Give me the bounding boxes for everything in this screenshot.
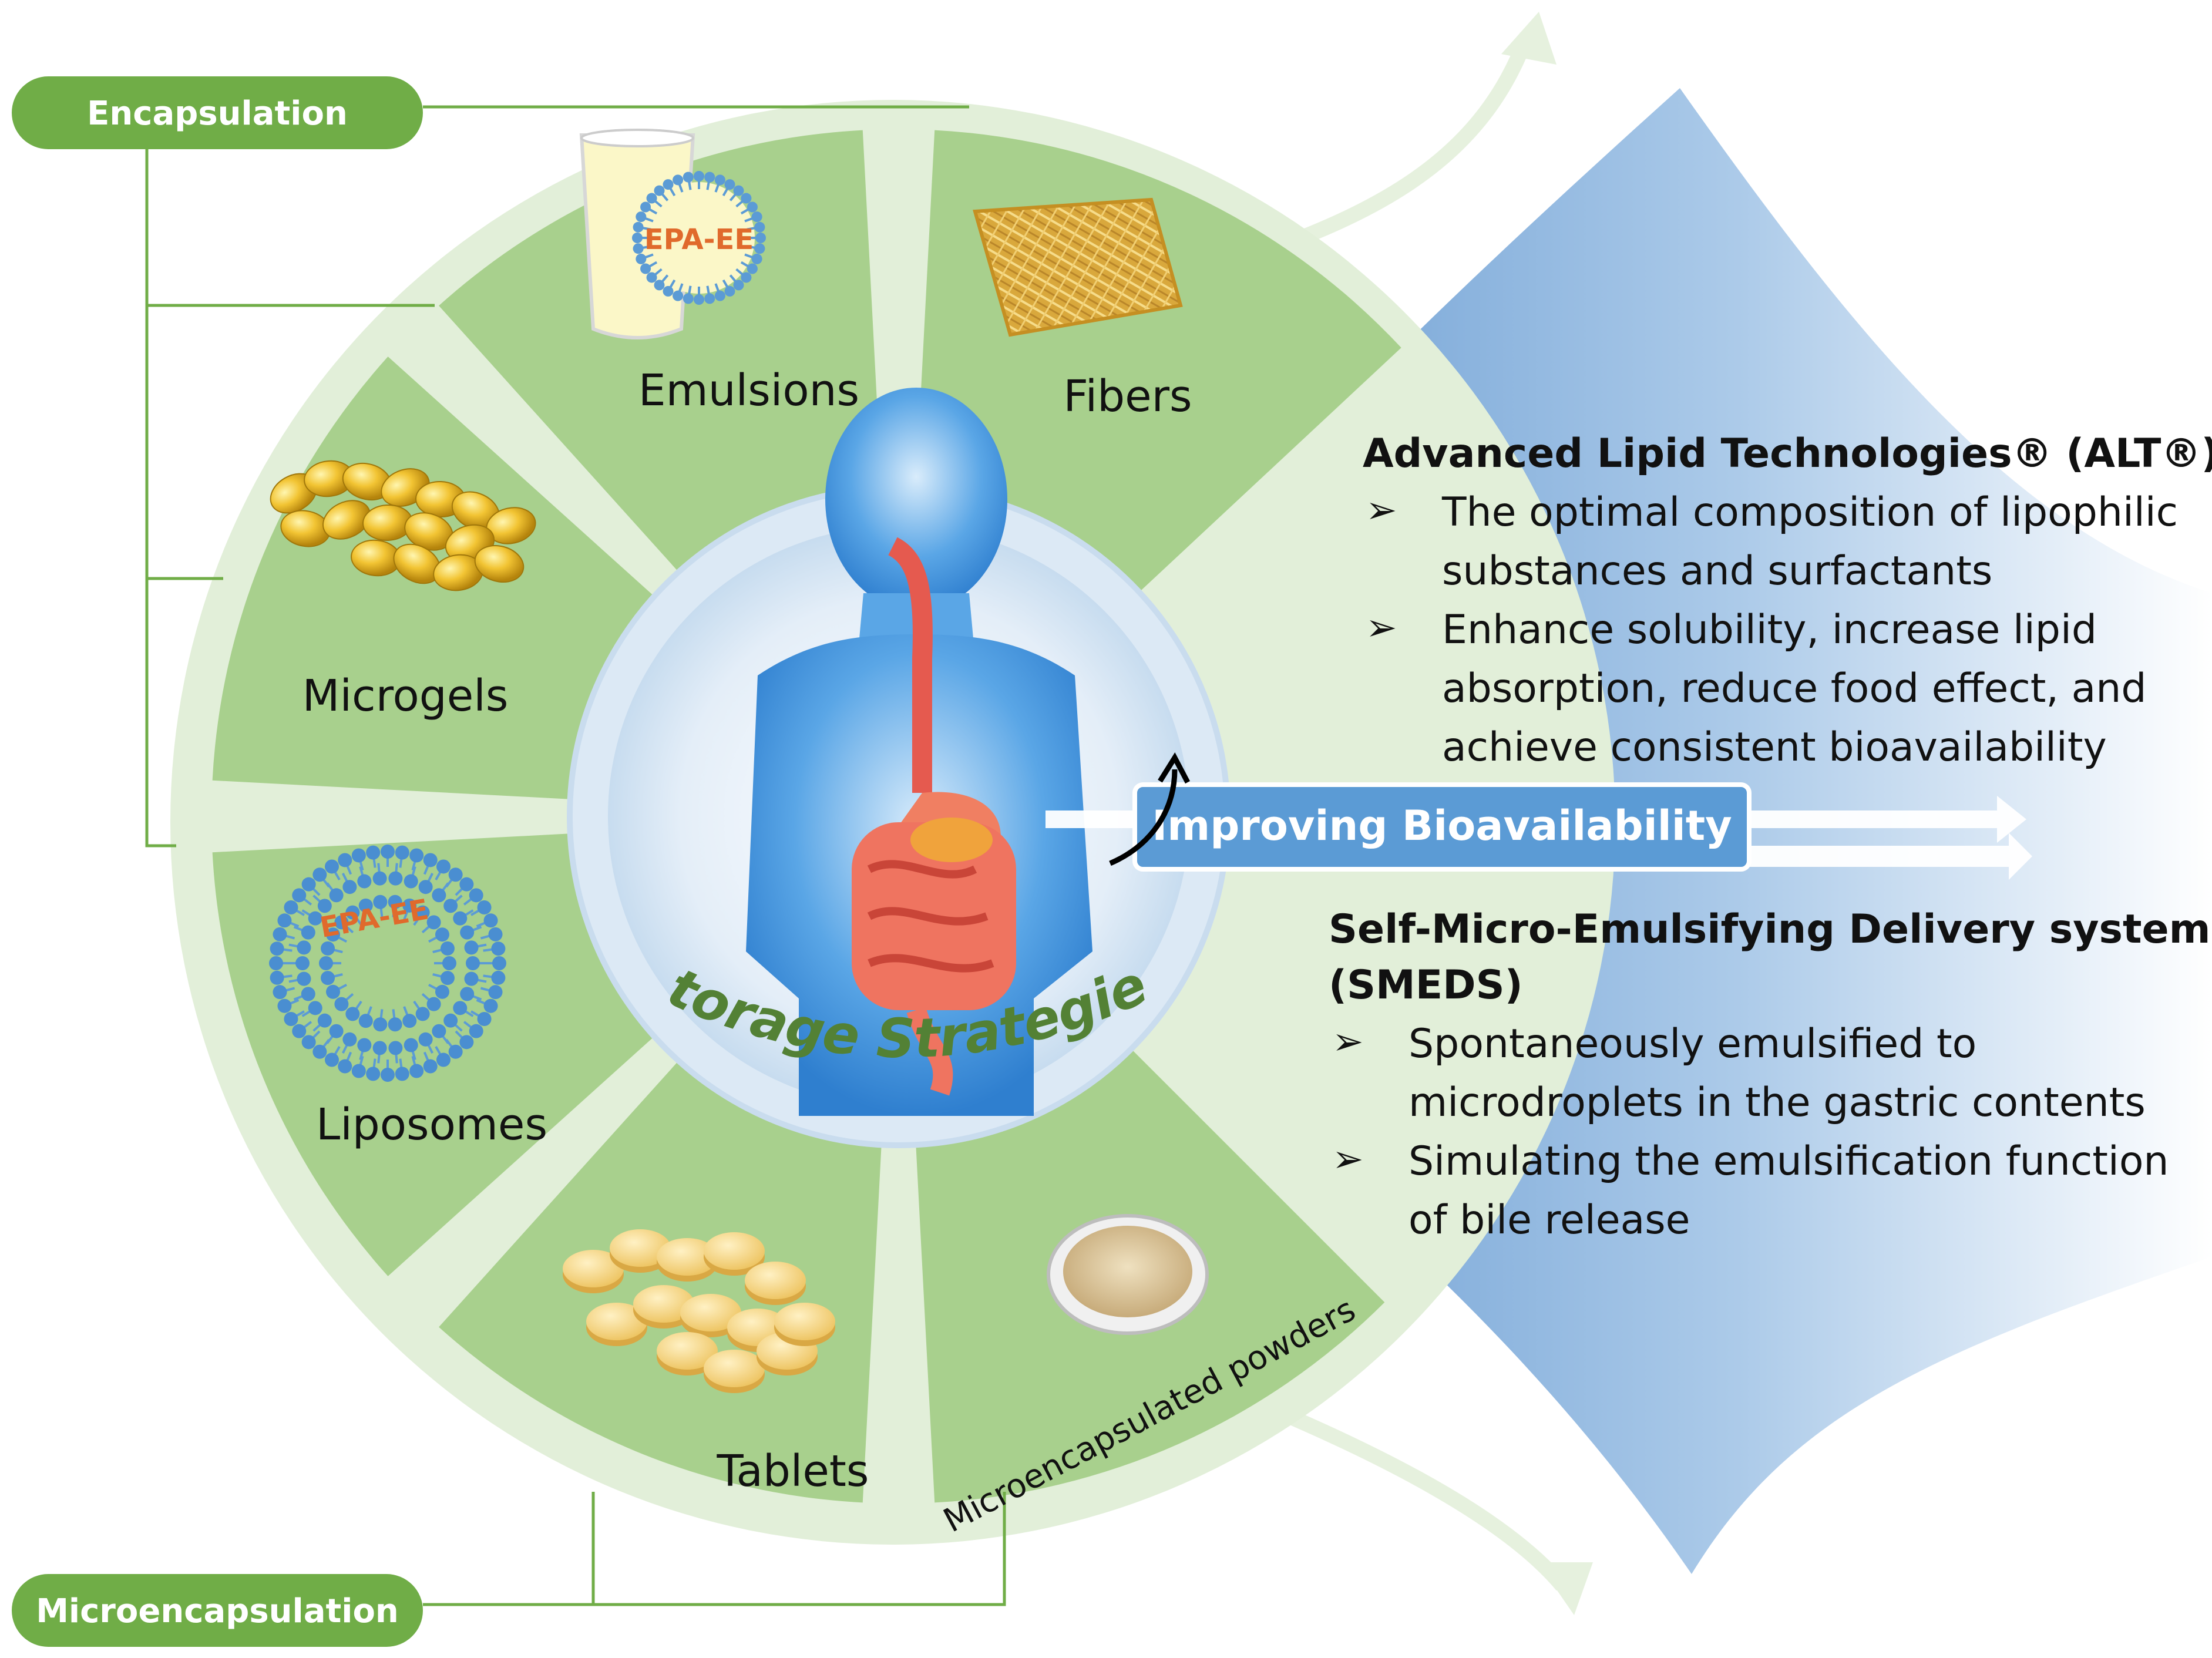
encapsulation-label: Encapsulation <box>87 95 348 133</box>
alt-bullet2-line1: Enhance solubility, increase lipid <box>1442 607 2097 653</box>
banner-label: Improving Bioavailability <box>1152 802 1732 850</box>
segment-label-fibers: Fibers <box>1063 371 1192 422</box>
alt-bullet1-line2: substances and surfactants <box>1442 548 1992 594</box>
microencapsulation-connectors <box>423 1492 1006 1606</box>
alt-bullet1-line1: The optimal composition of lipophilic <box>1441 489 2178 536</box>
alt-bullet2-marker: ➢ <box>1366 606 1397 650</box>
softgel-capsules-icon <box>270 460 536 591</box>
alt-bullet2-line2: absorption, reduce food effect, and <box>1442 665 2147 712</box>
epa-ee-molecule-icon <box>632 171 766 305</box>
smeds-bullet1-marker: ➢ <box>1332 1020 1364 1064</box>
microencapsulation-label: Microencapsulation <box>36 1592 399 1630</box>
smeds-bullet2-line1: Simulating the emulsification function <box>1408 1138 2169 1185</box>
curved-black-arrow <box>1109 769 1178 866</box>
segment-label-tablets: Tablets <box>717 1446 869 1496</box>
alt-bullet1-marker: ➢ <box>1366 489 1397 532</box>
human-body-icon <box>746 388 1092 1116</box>
alt-bullet2-line3: achieve consistent bioavailability <box>1442 724 2107 771</box>
improving-bioavailability-banner <box>1132 782 1752 872</box>
alt-heading: Advanced Lipid Technologies® (ALT®) <box>1363 431 2212 477</box>
smeds-heading-line2: (SMEDS) <box>1329 962 1523 1008</box>
curved-arrow-bottom-head <box>1538 1562 1593 1615</box>
white-arrow-lower <box>1703 833 2032 880</box>
fiber-mat-icon <box>973 197 1183 337</box>
curved-black-arrow-head <box>1158 752 1190 784</box>
smeds-bullet2-marker: ➢ <box>1332 1138 1364 1181</box>
segment-label-liposomes: Liposomes <box>316 1099 547 1150</box>
segment-tablets <box>439 1061 882 1503</box>
microencapsulation-pill <box>12 1574 423 1647</box>
encapsulation-pill <box>12 76 423 149</box>
segment-emulsions <box>439 130 882 572</box>
curved-arrow-top-head <box>1501 12 1557 65</box>
powder-dish-icon <box>1047 1214 1209 1335</box>
smeds-heading-line1: Self-Micro-Emulsifying Delivery system <box>1329 906 2210 953</box>
smeds-bullet1-line2: microdroplets in the gastric contents <box>1408 1079 2146 1126</box>
tablets-icon <box>563 1229 835 1393</box>
segment-label-emulsions: Emulsions <box>638 365 859 416</box>
smeds-bullet1-line1: Spontaneously emulsified to <box>1408 1021 1976 1067</box>
epa-ee-label-emulsion: EPA-EE <box>644 223 754 256</box>
encapsulation-connectors <box>145 105 969 848</box>
segment-label-microgels: Microgels <box>302 671 509 721</box>
liposome-icon <box>269 845 506 1082</box>
smeds-bullet2-line2: of bile release <box>1408 1197 1690 1243</box>
intestine-icon <box>852 818 1016 1096</box>
